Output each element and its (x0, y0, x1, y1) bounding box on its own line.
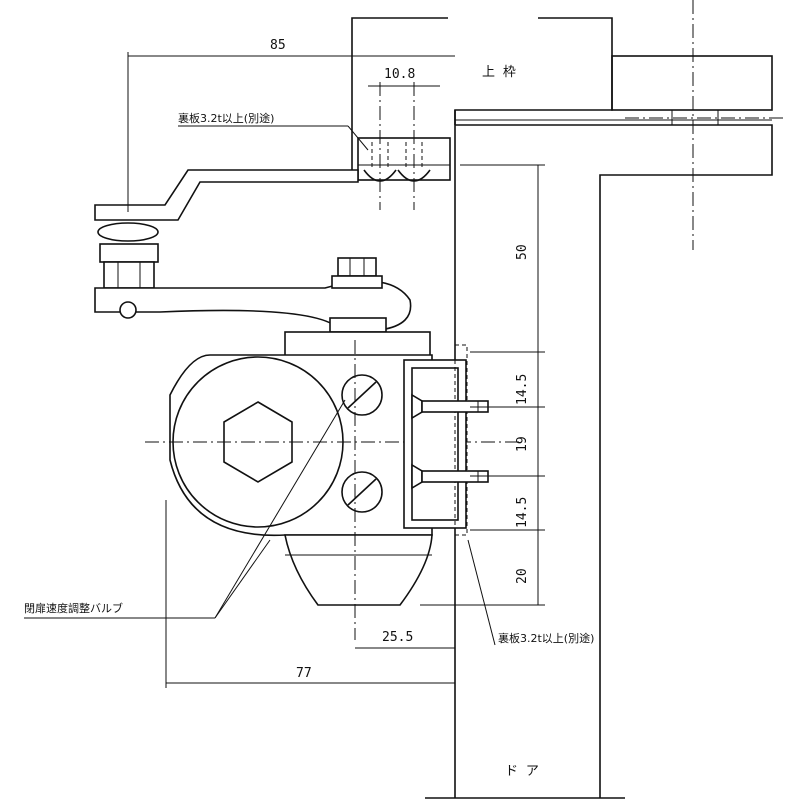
lower-arm (94, 257, 412, 333)
label-top-frame: 上 枠 (482, 65, 516, 80)
mounting-bracket (403, 344, 489, 536)
frame-structure (351, 0, 785, 799)
leader-lines (24, 125, 496, 646)
dimension-lines (127, 52, 545, 688)
dim-77: 77 (296, 666, 312, 681)
closer-body (145, 331, 520, 640)
dim-85: 85 (270, 38, 286, 53)
label-backplate-bottom: 裏板3.2t以上(別途) (498, 631, 594, 645)
dim-25-5: 25.5 (382, 630, 413, 645)
dim-50: 50 (515, 244, 530, 260)
dim-20: 20 (515, 568, 530, 584)
dim-14-5-bottom: 14.5 (515, 497, 530, 528)
upper-arm (94, 169, 359, 289)
dim-14-5-top: 14.5 (515, 374, 530, 405)
label-backplate-top: 裏板3.2t以上(別途) (178, 111, 274, 125)
label-door: ド ア (505, 764, 539, 779)
dim-19: 19 (515, 436, 530, 452)
label-valve: 閉扉速度調整バルブ (24, 601, 123, 615)
top-bracket (357, 82, 451, 210)
dim-10-8: 10.8 (384, 67, 415, 82)
